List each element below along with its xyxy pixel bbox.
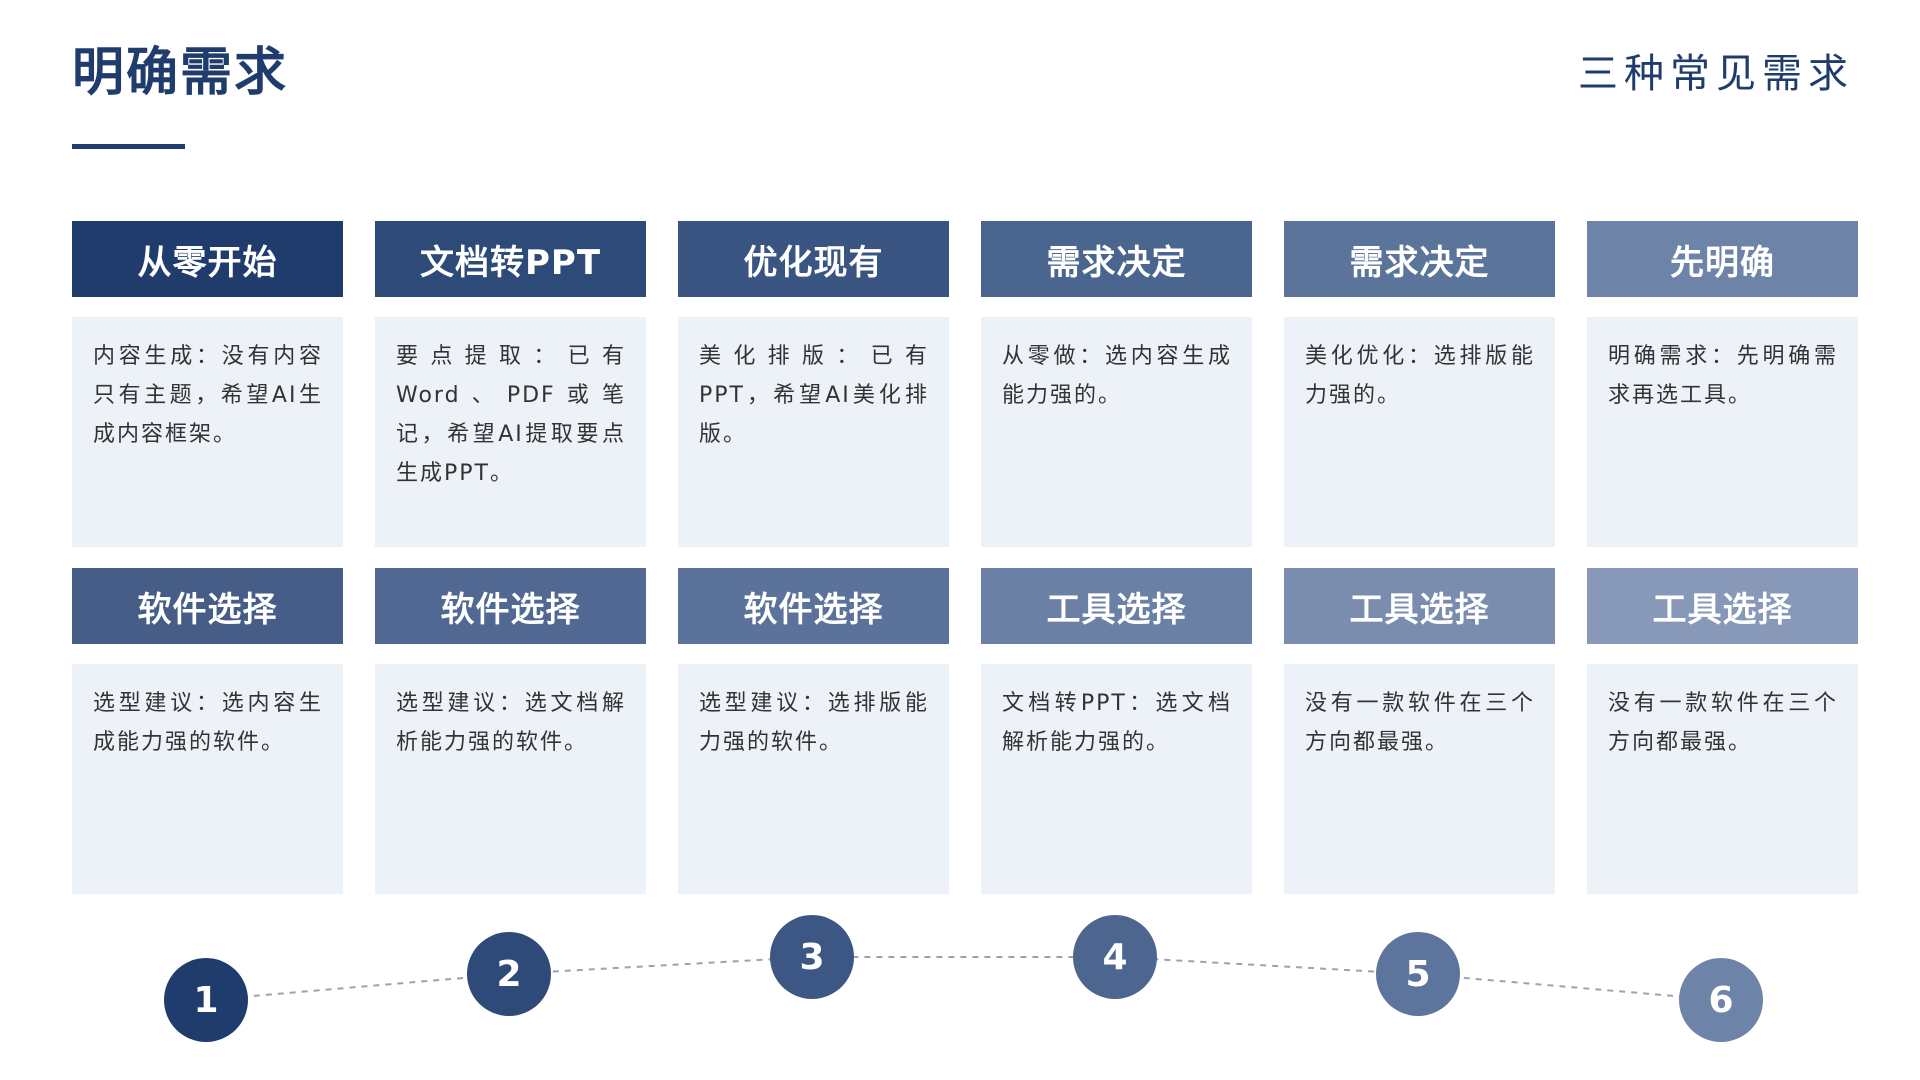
step-1-circle: 1	[164, 958, 248, 1042]
step-4-circle: 4	[1073, 915, 1157, 999]
card-header: 软件选择	[678, 568, 949, 644]
page-subtitle: 三种常见需求	[1578, 51, 1854, 97]
timeline-dashed-path	[205, 956, 1722, 1001]
page-title: 明确需求	[72, 43, 289, 103]
card-row1-3: 优化现有 美化排版：已有PPT，希望AI美化排版。	[678, 221, 949, 547]
card-row1-5: 需求决定 美化优化：选排版能力强的。	[1284, 221, 1555, 547]
card-row1-1: 从零开始 内容生成：没有内容只有主题，希望AI生成内容框架。	[72, 221, 343, 547]
card-body: 没有一款软件在三个方向都最强。	[1284, 664, 1555, 894]
card-body: 选型建议：选文档解析能力强的软件。	[375, 664, 646, 894]
step-6-circle: 6	[1679, 958, 1763, 1042]
card-body: 从零做：选内容生成能力强的。	[981, 317, 1252, 547]
card-row2-6: 工具选择 没有一款软件在三个方向都最强。	[1587, 568, 1858, 894]
step-3-circle: 3	[770, 915, 854, 999]
step-2-circle: 2	[467, 932, 551, 1016]
card-body: 明确需求：先明确需求再选工具。	[1587, 317, 1858, 547]
step-5-circle: 5	[1376, 932, 1460, 1016]
card-row2-3: 软件选择 选型建议：选排版能力强的软件。	[678, 568, 949, 894]
card-row2-5: 工具选择 没有一款软件在三个方向都最强。	[1284, 568, 1555, 894]
title-underline	[72, 144, 185, 149]
card-header: 需求决定	[981, 221, 1252, 297]
card-header: 工具选择	[1284, 568, 1555, 644]
card-header: 文档转PPT	[375, 221, 646, 297]
card-header: 需求决定	[1284, 221, 1555, 297]
card-header: 优化现有	[678, 221, 949, 297]
card-body: 内容生成：没有内容只有主题，希望AI生成内容框架。	[72, 317, 343, 547]
card-body: 要点提取：已有Word、PDF或笔记，希望AI提取要点生成PPT。	[375, 317, 646, 547]
card-body: 美化优化：选排版能力强的。	[1284, 317, 1555, 547]
card-row2-1: 软件选择 选型建议：选内容生成能力强的软件。	[72, 568, 343, 894]
card-body: 没有一款软件在三个方向都最强。	[1587, 664, 1858, 894]
card-body: 选型建议：选内容生成能力强的软件。	[72, 664, 343, 894]
card-body: 选型建议：选排版能力强的软件。	[678, 664, 949, 894]
card-header: 先明确	[1587, 221, 1858, 297]
card-header: 软件选择	[375, 568, 646, 644]
card-row1-2: 文档转PPT 要点提取：已有Word、PDF或笔记，希望AI提取要点生成PPT。	[375, 221, 646, 547]
card-body: 文档转PPT：选文档解析能力强的。	[981, 664, 1252, 894]
card-row1-6: 先明确 明确需求：先明确需求再选工具。	[1587, 221, 1858, 547]
card-row1-4: 需求决定 从零做：选内容生成能力强的。	[981, 221, 1252, 547]
card-body: 美化排版：已有PPT，希望AI美化排版。	[678, 317, 949, 547]
card-row2-4: 工具选择 文档转PPT：选文档解析能力强的。	[981, 568, 1252, 894]
step-timeline: 1 2 3 4 5 6	[0, 900, 1920, 1080]
card-header: 工具选择	[1587, 568, 1858, 644]
card-row2-2: 软件选择 选型建议：选文档解析能力强的软件。	[375, 568, 646, 894]
card-header: 从零开始	[72, 221, 343, 297]
card-header: 软件选择	[72, 568, 343, 644]
card-header: 工具选择	[981, 568, 1252, 644]
